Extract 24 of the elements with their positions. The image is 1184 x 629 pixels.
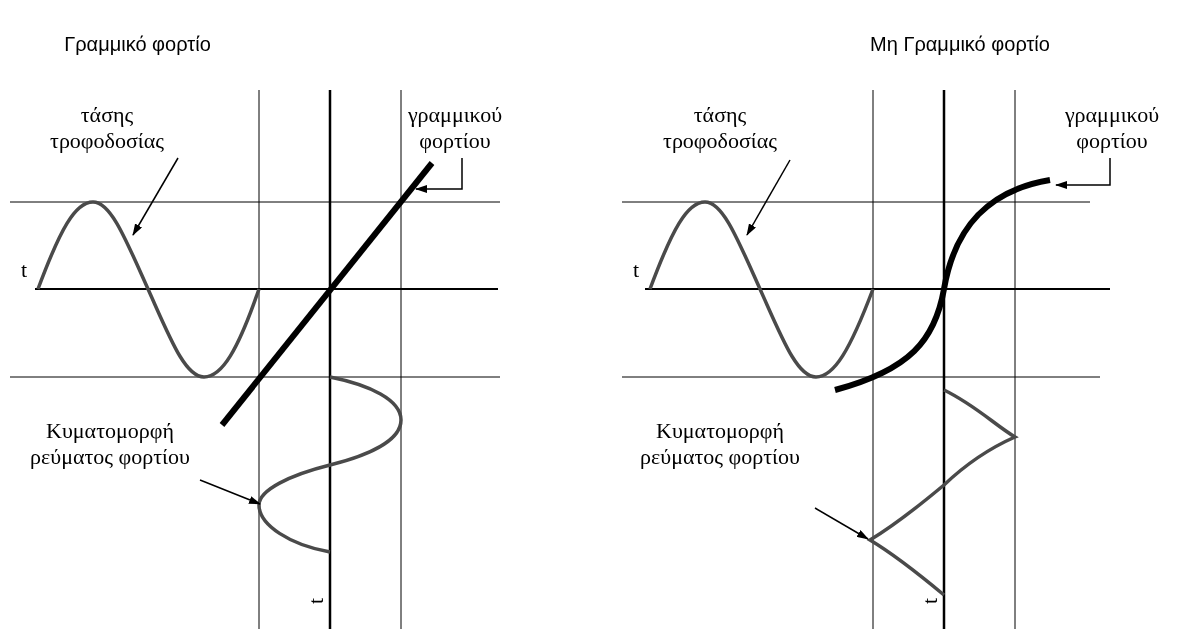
- load-characteristic-curve: [219, 161, 435, 427]
- leader-arrow: [746, 159, 791, 236]
- leader-arrow: [199, 479, 261, 505]
- annotation-text: γραμμικού φορτίου: [1063, 102, 1161, 154]
- panel-title: Γραμμικό φορτίο: [64, 34, 211, 54]
- annotation-text: Κυματομορφή ρεύματος φορτίου: [29, 418, 191, 470]
- axis-label: t: [919, 597, 941, 605]
- leader-arrow: [415, 157, 463, 193]
- axis-label: t: [305, 597, 327, 605]
- axis-label: t: [20, 259, 28, 281]
- annotation-text: τάσης τροφοδοσίας: [49, 102, 165, 154]
- leader-arrow: [814, 507, 869, 540]
- panel-title: Μη Γραμμικό φορτίο: [870, 34, 1050, 54]
- annotation-text: τάσης τροφοδοσίας: [662, 102, 778, 154]
- annotation-text: γραμμικού φορτίου: [406, 102, 504, 154]
- waveform-curve: [868, 388, 1017, 597]
- load-characteristic-curve: [834, 177, 1051, 393]
- leader-arrow: [132, 157, 179, 236]
- waveform-curve: [257, 375, 403, 554]
- waveform-curve: [36, 200, 261, 379]
- leader-arrow: [1055, 157, 1111, 189]
- waveform-curve: [648, 200, 875, 379]
- axis-label: t: [632, 259, 640, 281]
- annotation-text: Κυματομορφή ρεύματος φορτίου: [639, 418, 801, 470]
